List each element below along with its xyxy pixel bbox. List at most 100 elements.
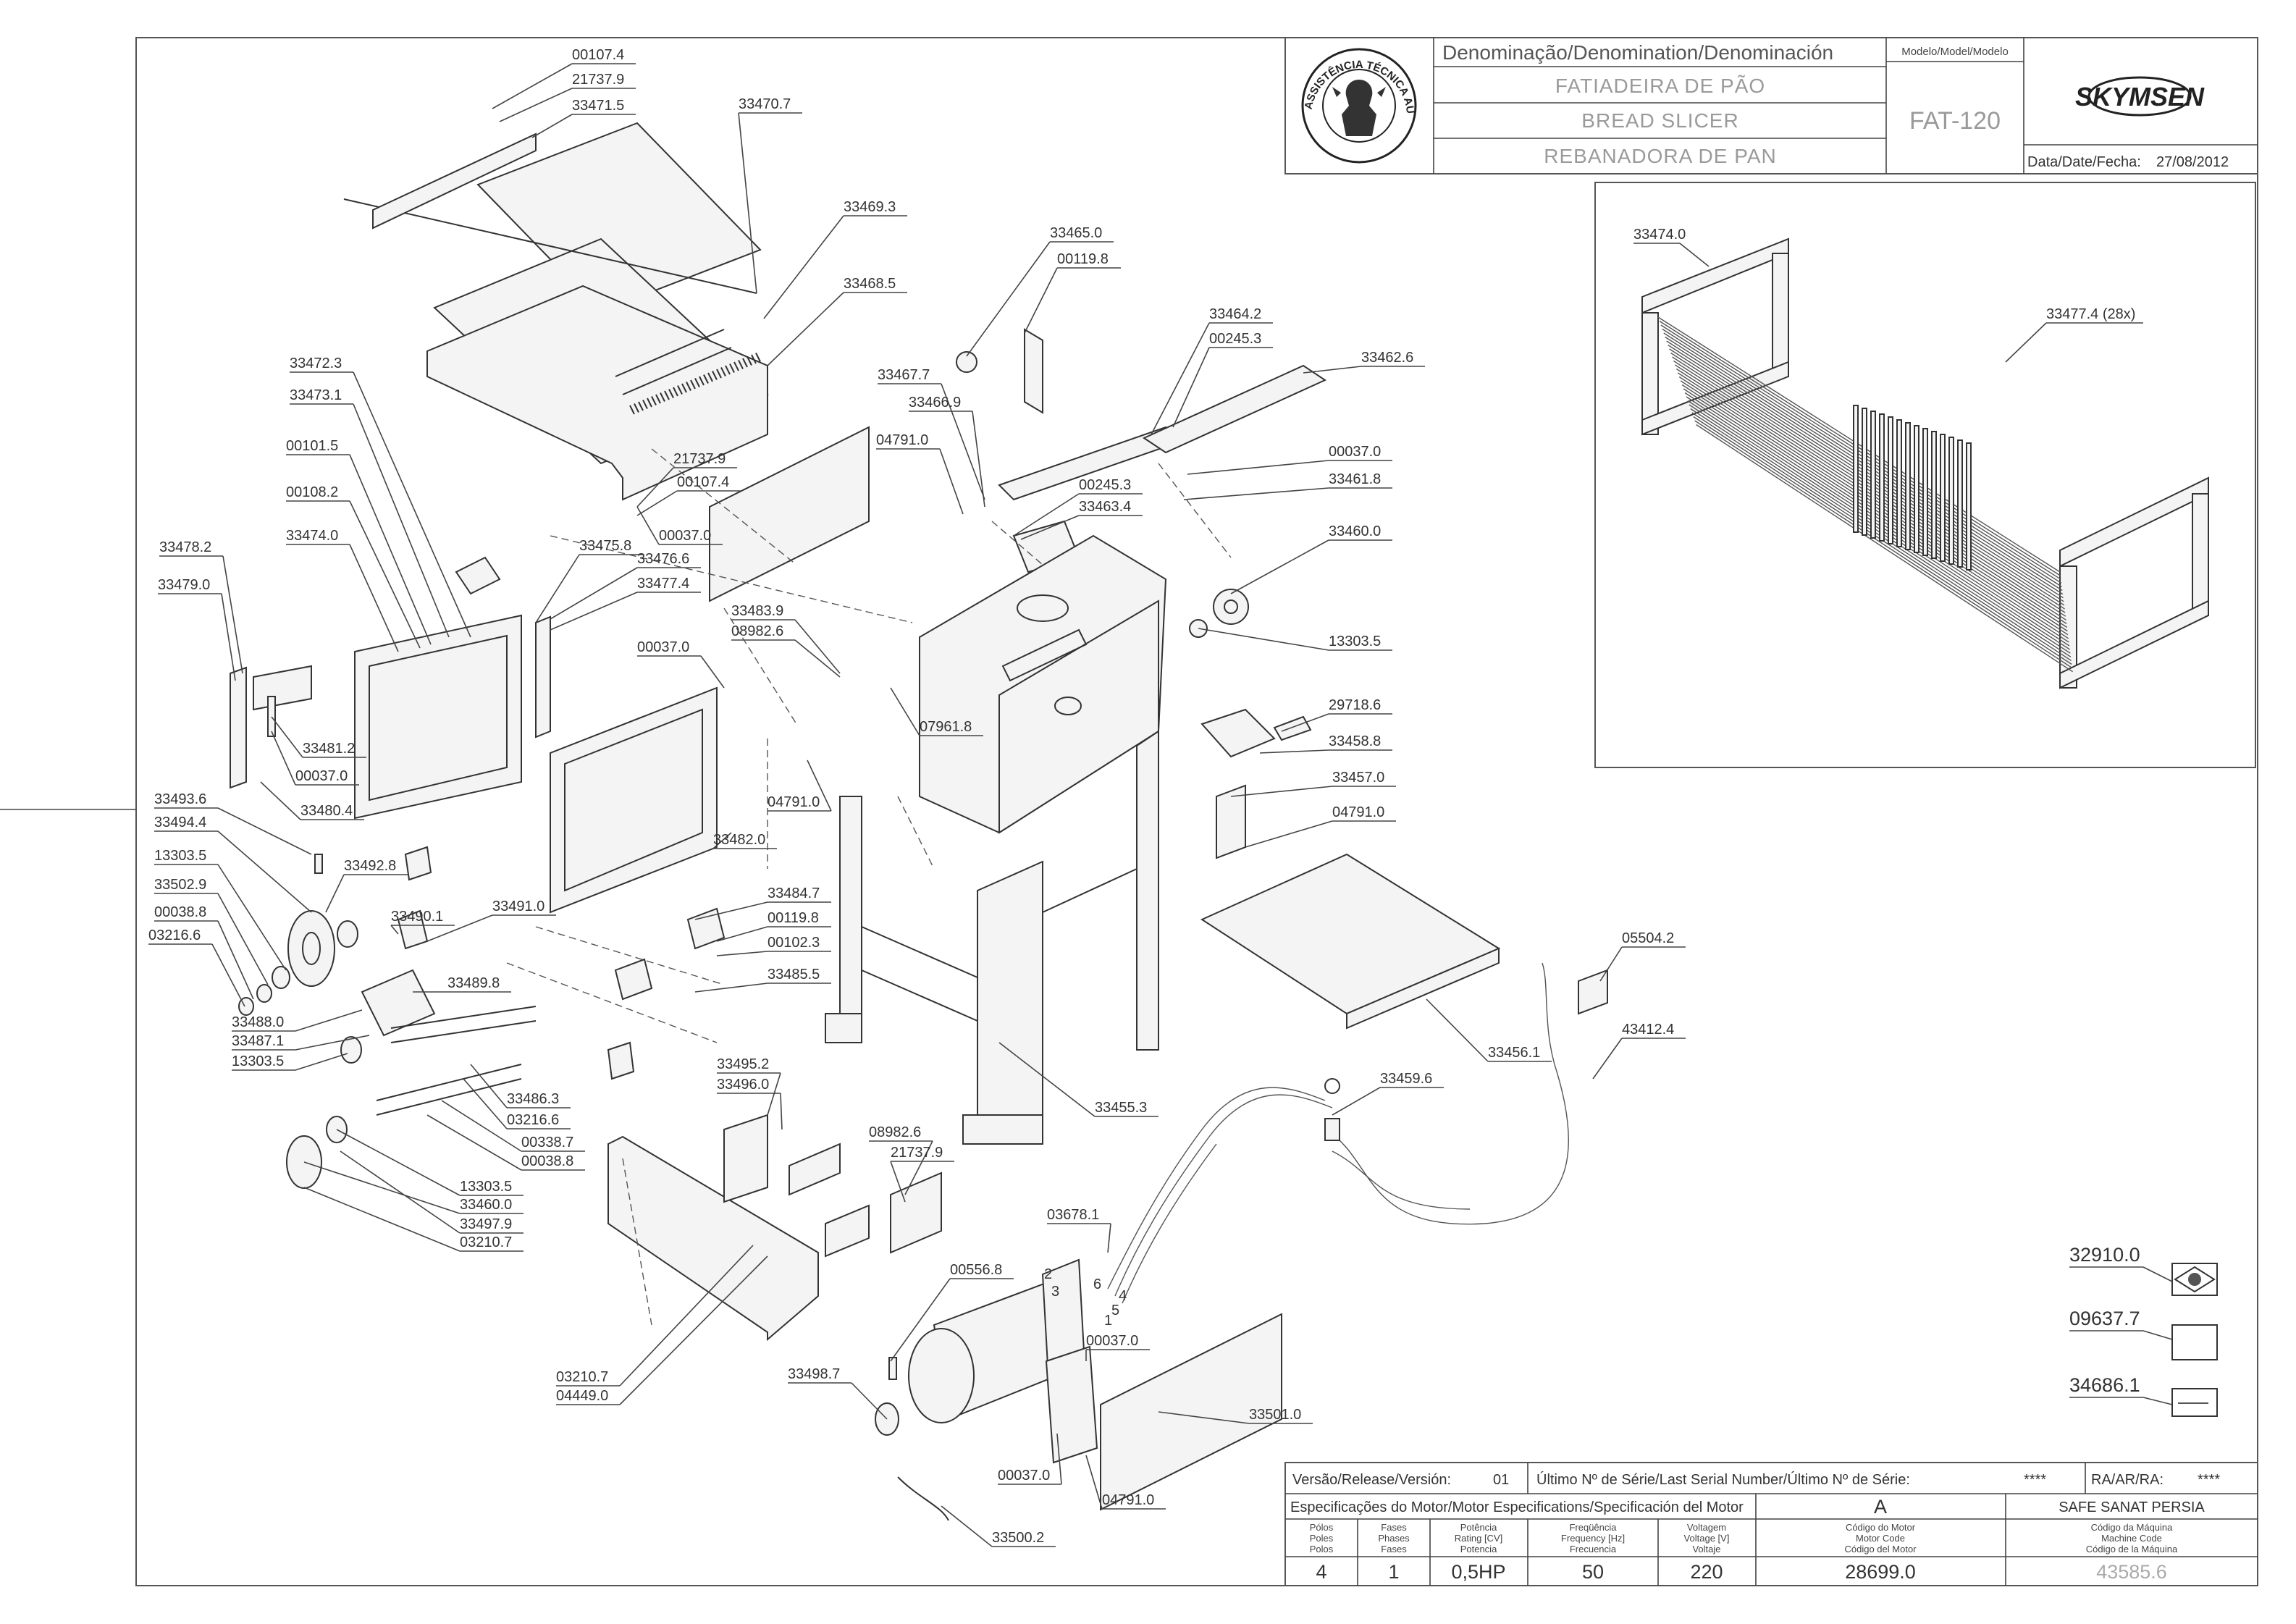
- part-number-label: 00102.3: [768, 935, 820, 951]
- part-number-label: 04791.0: [1102, 1492, 1154, 1508]
- part-number-label: 07961.8: [920, 719, 972, 735]
- part-number-label: 00108.2: [286, 484, 338, 500]
- header-power: Rating [CV]: [1455, 1533, 1502, 1544]
- part-number-label: 08982.6: [869, 1124, 921, 1140]
- version-value: 01: [1493, 1472, 1509, 1488]
- wire-number: 3: [1051, 1284, 1059, 1300]
- header-motor-code: Motor Code: [1856, 1533, 1905, 1544]
- part-number-label: 33471.5: [572, 98, 624, 114]
- part-number-label: 21737.9: [572, 72, 624, 88]
- customer-name: SAFE SANAT PERSIA: [2059, 1499, 2205, 1515]
- ra-value: ****: [2198, 1472, 2220, 1488]
- blade-frame-exploded: [230, 556, 718, 914]
- header-phases: Phases: [1378, 1533, 1410, 1544]
- brand-swoosh-icon: [2087, 76, 2192, 117]
- header-voltage: Voltaje: [1692, 1544, 1720, 1554]
- part-number-label: 33460.0: [1329, 523, 1381, 539]
- serial-value: ****: [2024, 1472, 2046, 1488]
- part-number-label: 00107.4: [677, 474, 729, 490]
- flag-brazil-icon: [2171, 1263, 2218, 1296]
- part-number-label: 33458.8: [1329, 733, 1381, 749]
- header-voltage: Voltage [V]: [1684, 1533, 1730, 1544]
- header-poles: Poles: [1310, 1533, 1334, 1544]
- value-motor-code: 28699.0: [1845, 1561, 1916, 1583]
- drive-shaft-assembly: [238, 846, 537, 1189]
- side-item-code: 34686.1: [2069, 1374, 2140, 1396]
- part-number-label: 33460.0: [460, 1197, 512, 1213]
- part-number-label: 00338.7: [521, 1135, 573, 1150]
- part-number-label: 33496.0: [717, 1077, 769, 1093]
- top-cover-assembly: [343, 122, 769, 501]
- seal-text: ASSISTÊNCIA TÉCNICA AUTORIZADA: [0, 0, 1416, 114]
- part-number-label: 33491.0: [492, 899, 544, 914]
- motor-spec-label: Especificações do Motor/Motor Especifica…: [1290, 1499, 1744, 1515]
- part-number-label: 33467.7: [878, 367, 930, 383]
- part-number-label: 33502.9: [154, 877, 206, 893]
- part-number-label: 33489.8: [447, 975, 500, 991]
- part-number-label: 33492.8: [344, 858, 396, 874]
- machine-body: [825, 534, 1167, 1145]
- part-number-label: 04791.0: [1332, 804, 1384, 820]
- part-number-label: 33483.9: [731, 603, 783, 619]
- blade-frame-detail-view: [1594, 182, 2256, 768]
- value-power: 0,5HP: [1451, 1561, 1505, 1583]
- slice-tray: [1189, 589, 1501, 1030]
- part-number-label: 00107.4: [572, 47, 624, 63]
- part-number-label: 33470.7: [739, 96, 791, 112]
- wire-number: 6: [1093, 1276, 1101, 1292]
- part-number-label: 33500.2: [992, 1530, 1044, 1546]
- part-number-label: 33475.8: [579, 538, 631, 554]
- header-phases: Fases: [1381, 1544, 1407, 1554]
- blank-label-icon: [2171, 1324, 2218, 1360]
- part-number-label: 33501.0: [1249, 1407, 1301, 1423]
- part-number-label: 21737.9: [673, 451, 726, 467]
- part-number-label: 33459.6: [1380, 1071, 1432, 1087]
- denomination-header: Denominação/Denomination/Denominación: [1442, 41, 1833, 64]
- part-number-label: 00038.8: [154, 904, 206, 920]
- header-frequency: Frecuencia: [1570, 1544, 1617, 1554]
- part-number-label: 00037.0: [1086, 1333, 1138, 1349]
- motor-spec-table: Versão/Release/Versión: 01 Último Nº de …: [1284, 1462, 2258, 1586]
- part-number-label: 33461.8: [1329, 471, 1381, 487]
- part-number-label: 33494.4: [154, 815, 206, 830]
- part-number-label: 00037.0: [659, 528, 711, 544]
- value-machine-code: 43585.6: [2096, 1561, 2167, 1583]
- serial-label: Último Nº de Série/Last Serial Number/Úl…: [1536, 1471, 1910, 1488]
- header-power: Potência: [1460, 1522, 1497, 1533]
- part-number-label: 04449.0: [556, 1388, 608, 1404]
- part-number-label: 03216.6: [148, 927, 201, 943]
- model-header: Modelo/Model/Modelo: [1901, 46, 2009, 58]
- part-number-label: 13303.5: [154, 848, 206, 864]
- part-number-label: 33476.6: [637, 551, 689, 567]
- part-number-label: 33457.0: [1332, 770, 1384, 786]
- part-number-label: 33477.4: [637, 576, 689, 592]
- serial-plate-icon: [2171, 1388, 2218, 1417]
- part-number-label: 33484.7: [768, 885, 820, 901]
- part-number-label: 33482.0: [713, 832, 765, 848]
- part-number-label: 00037.0: [1329, 444, 1381, 460]
- header-motor-code: Código del Motor: [1845, 1544, 1917, 1554]
- part-number-label: 33463.4: [1079, 499, 1131, 515]
- part-number-label: 33465.0: [1050, 225, 1102, 241]
- part-number-label: 00037.0: [637, 639, 689, 655]
- svg-text:ASSISTÊNCIA TÉCNICA AUTORIZADA: ASSISTÊNCIA TÉCNICA AUTORIZADA: [0, 0, 1416, 114]
- wire-number: 2: [1044, 1266, 1052, 1282]
- part-number-label: 00119.8: [768, 910, 819, 926]
- part-number-label: 33497.9: [460, 1216, 512, 1232]
- part-number-label: 33472.3: [290, 355, 342, 371]
- drawing-border: [135, 37, 2258, 1586]
- part-number-label: 04791.0: [876, 432, 928, 448]
- motor-letter: A: [1874, 1496, 1887, 1518]
- part-number-label: 33478.2: [159, 539, 211, 555]
- part-number-label: 03216.6: [507, 1112, 559, 1128]
- part-number-label: 43412.4: [1622, 1022, 1674, 1038]
- technical-assistance-seal-logo: ASSISTÊNCIA TÉCNICA AUTORIZADA: [0, 0, 1417, 164]
- part-number-label: 33466.9: [909, 395, 961, 411]
- part-number-label: 00245.3: [1209, 331, 1261, 347]
- detail-label-frame: 33474.0: [1633, 227, 1686, 243]
- header-frequency: Frequency [Hz]: [1561, 1533, 1625, 1544]
- bread-guide-assembly: [709, 328, 1327, 602]
- detail-label-blades: 33477.4 (28x): [2046, 306, 2135, 322]
- header-poles: Polos: [1310, 1544, 1334, 1554]
